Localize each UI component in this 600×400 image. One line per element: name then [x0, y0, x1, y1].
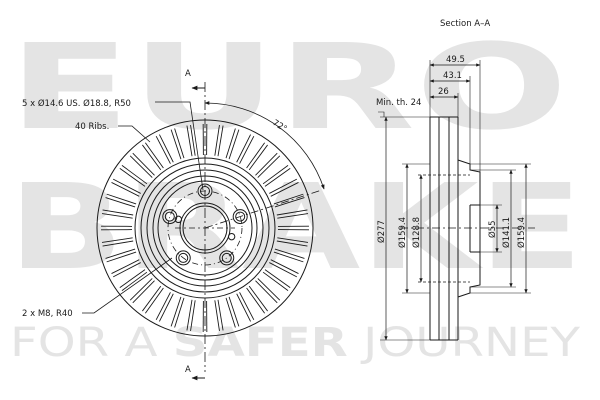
section-view-labels: Section A–A Min. th. 24 49.5 43.1 26 Ø27… [376, 19, 527, 248]
dim-outer-diameter-label: Ø277 [376, 220, 387, 243]
threads-label: 2 x M8, R40 [22, 309, 73, 319]
bolt-hole [175, 250, 191, 266]
rib-line [228, 296, 240, 327]
dim-159-left-label: Ø159.4 [397, 217, 408, 248]
rib-line [276, 209, 308, 216]
section-mark-top: A [185, 69, 191, 79]
rib-line [190, 300, 196, 332]
rib-line [142, 285, 162, 312]
rib-line [276, 240, 308, 247]
rib-line [273, 193, 304, 205]
rib-line [174, 297, 185, 328]
rib-line [273, 251, 304, 263]
threaded-hole [174, 215, 183, 224]
ribs-label: 40 Ribs. [75, 122, 109, 132]
section-view [378, 60, 535, 341]
rib-line [144, 287, 164, 314]
bolt-hole-inner [235, 211, 246, 222]
rib-line [264, 269, 291, 289]
angle-line [204, 189, 323, 229]
rib-line [142, 144, 162, 171]
dim-total-height-label: 49.5 [446, 55, 465, 65]
rib-line [262, 271, 289, 291]
rib-line [132, 280, 155, 304]
rib-line [102, 209, 134, 216]
rib-line [121, 271, 148, 291]
rib-line [129, 155, 153, 178]
rib-line [155, 135, 171, 164]
threaded-hole [227, 232, 236, 241]
rib-line [102, 240, 134, 247]
watermark-line-1: EURO [8, 18, 568, 156]
rib-line [277, 213, 309, 219]
rib-line [101, 213, 133, 219]
rib-line [186, 299, 193, 331]
watermark-tagline-pre: FOR A [10, 320, 158, 366]
rib-line [105, 248, 136, 259]
rib-line [112, 178, 141, 194]
dim-bore-label: Ø55 [487, 220, 498, 238]
bolt-hole-inner [178, 252, 189, 263]
rib-line [236, 293, 251, 322]
rib-line [159, 293, 174, 322]
front-view [82, 82, 325, 381]
section-mark-bottom: A [185, 365, 191, 375]
watermark-tagline-bold: SAFER [173, 320, 348, 366]
rib-line [248, 285, 268, 312]
leader-ribs [118, 125, 151, 143]
watermark-tagline: FOR A SAFER JOURNEY [10, 320, 581, 366]
rib-line [170, 296, 182, 327]
rib-line [111, 259, 140, 274]
rib-line [270, 259, 299, 274]
rib-line [106, 193, 137, 205]
rib-line [129, 278, 153, 301]
rib-line [255, 280, 278, 304]
rib-line [106, 251, 137, 263]
section-title: Section A–A [440, 19, 490, 29]
rib-line [119, 269, 146, 289]
bolt-hole [219, 250, 235, 266]
rib-line [274, 248, 305, 259]
watermark: EURO BRAKE FOR A SAFER JOURNEY [8, 18, 583, 366]
bolt-hole-inner [164, 211, 175, 222]
rib-line [111, 182, 140, 197]
rib-line [112, 262, 141, 278]
rib-line [119, 167, 146, 187]
dim-128-label: Ø128.8 [411, 217, 422, 248]
rib-line [132, 152, 155, 176]
rib-line [105, 197, 136, 208]
rib-line [239, 292, 255, 321]
rib-line [217, 299, 224, 331]
rib-line [144, 142, 164, 169]
rib-line [246, 287, 266, 314]
watermark-tagline-post: JOURNEY [359, 320, 580, 366]
rib-line [101, 237, 133, 243]
leader-bolt-holes [155, 101, 204, 191]
angle-arc [204, 101, 325, 190]
dim-hat-height-label: 43.1 [443, 71, 462, 81]
bolt-holes-label: 5 x Ø14.6 US. Ø18.8, R50 [22, 98, 131, 109]
rib-line [121, 165, 148, 185]
rib-line [274, 197, 305, 208]
dim-141-label: Ø141.1 [501, 217, 512, 248]
dim-159-right-label: Ø159.4 [516, 217, 527, 248]
rib-line [159, 134, 174, 163]
bolt-hole-inner [221, 252, 232, 263]
rib-line [186, 125, 193, 157]
dim-disc-thickness-label: 26 [438, 87, 449, 97]
rib-line [269, 262, 298, 278]
rib-line [190, 124, 196, 156]
bolt-hole [232, 209, 248, 225]
rib-line [155, 292, 171, 321]
leader-min-thickness [378, 111, 385, 117]
rib-line [277, 237, 309, 243]
rib-line [170, 129, 182, 160]
rib-line [174, 128, 185, 159]
min-thickness-label: Min. th. 24 [376, 98, 421, 108]
rib-line [225, 297, 236, 328]
rib-line [214, 300, 220, 332]
rib-line [257, 278, 281, 301]
leader-threads [82, 257, 173, 314]
